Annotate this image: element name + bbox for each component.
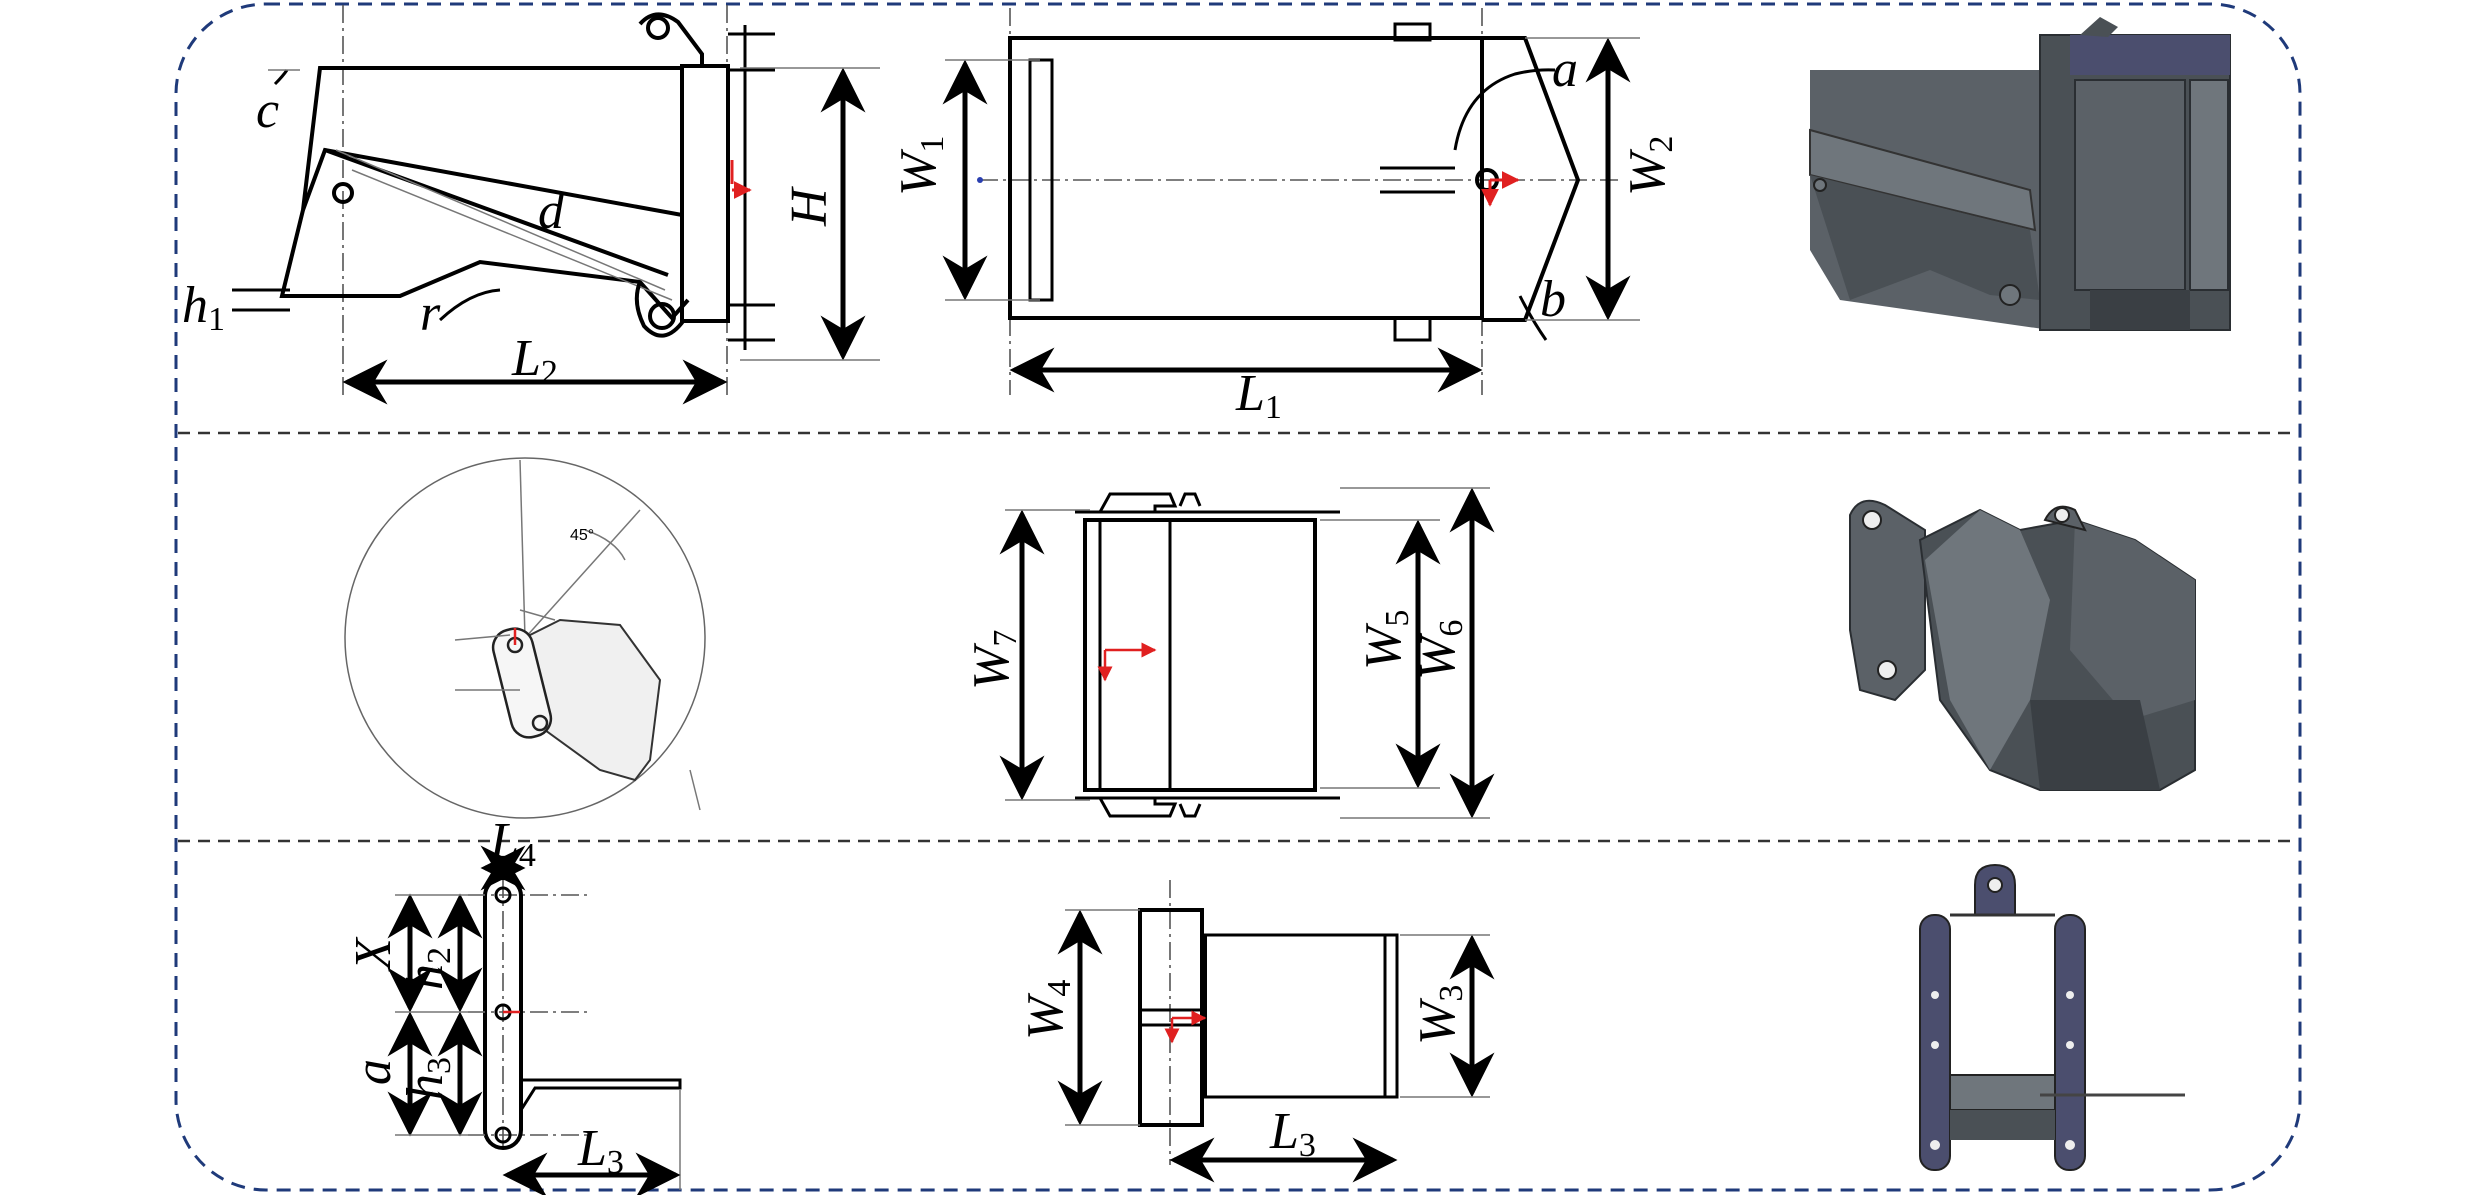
label-angle-45: 45°	[570, 527, 594, 544]
label-L4: L4	[489, 813, 536, 874]
label-L3-side: L3	[577, 1120, 624, 1181]
link-side-view	[468, 876, 682, 1150]
bucket-3d-model	[1809, 17, 2231, 331]
label-W4: W4	[1017, 980, 1078, 1040]
label-X: X	[345, 936, 402, 972]
label-L3-top: L3	[1269, 1103, 1316, 1164]
outer-frame	[174, 2, 2302, 1192]
link-top-view	[1138, 880, 1399, 1165]
label-h3: h3	[397, 1057, 458, 1100]
label-a-bottom: a	[345, 1059, 402, 1085]
bucket-3d-isometric	[1849, 499, 2196, 791]
bucket-front-view	[1075, 492, 1340, 818]
label-L1: L1	[1235, 365, 1282, 426]
label-d: d	[538, 183, 565, 240]
bucket-top-view	[977, 8, 1620, 395]
label-L2: L2	[511, 330, 558, 391]
label-W1: W1	[890, 136, 951, 196]
label-W3: W3	[1409, 985, 1470, 1045]
label-r: r	[420, 285, 441, 342]
bucket-swing-diagram: 45°	[344, 457, 706, 819]
label-b: b	[1540, 271, 1566, 328]
label-W7: W7	[963, 630, 1024, 690]
label-h2: h2	[397, 947, 458, 990]
label-W6: W6	[1409, 620, 1470, 680]
label-H: H	[781, 186, 838, 227]
label-W2: W2	[1619, 136, 1680, 196]
label-W5: W5	[1355, 610, 1416, 670]
bucket-side-view	[232, 5, 775, 400]
label-h1: h1	[182, 277, 225, 338]
label-a-top: a	[1552, 41, 1578, 98]
link-3d-model	[1919, 863, 2185, 1171]
label-c: c	[256, 82, 279, 139]
